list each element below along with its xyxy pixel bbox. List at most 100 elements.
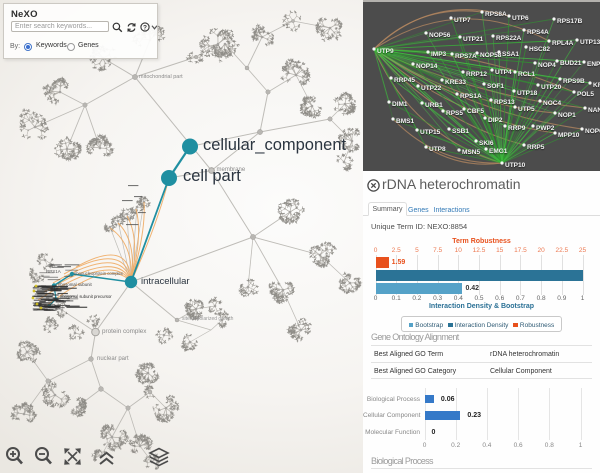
gene-node-label[interactable]: UTP9 <box>377 48 394 55</box>
gene-node-label[interactable]: EMG1 <box>489 148 508 155</box>
tree-node-label[interactable]: ribosomal subunit <box>58 282 92 288</box>
tree-node-label[interactable]: ribonucleoprotein complex <box>74 270 123 276</box>
gene-node-label[interactable]: RPS13 <box>494 99 515 106</box>
gene-node-label[interactable]: UTP4 <box>495 69 512 76</box>
bottom-axis-tick: 0.8 <box>536 295 546 302</box>
gene-node-label[interactable]: RPS8A <box>485 11 507 18</box>
tab-genes[interactable]: Genes <box>408 206 429 214</box>
collapse-icon[interactable] <box>98 451 115 466</box>
gene-node-label[interactable]: SSA1 <box>502 51 519 58</box>
table-key: Best Aligned GO Category <box>374 368 457 375</box>
gene-node-label[interactable]: MSN5 <box>462 149 481 156</box>
gene-node-label[interactable]: RRP5 <box>527 144 545 151</box>
gene-node-label[interactable]: UTP8 <box>429 146 446 153</box>
close-icon[interactable] <box>367 179 380 192</box>
gene-node-label[interactable]: UTP15 <box>420 129 441 136</box>
gene-node-label[interactable]: RRP12 <box>466 71 487 78</box>
gene-node-label[interactable]: NOC4 <box>543 100 562 107</box>
gene-node-label[interactable]: RCL1 <box>518 71 535 78</box>
gene-node-label[interactable]: CBF5 <box>467 108 484 115</box>
gene-node-label[interactable]: NAN1 <box>588 107 600 114</box>
legend-item: Bootstrap <box>408 322 443 330</box>
gene-node-label[interactable]: NOP58 <box>480 52 502 59</box>
gene-node-label[interactable]: UTP6 <box>512 15 529 22</box>
gene-node-label[interactable]: KRE33 <box>445 79 466 86</box>
gene-node-label[interactable]: RPS1A <box>460 93 482 100</box>
bar-value-label: 0 <box>431 429 436 437</box>
gene-node-label[interactable]: PWP2 <box>536 125 555 132</box>
gene-node-label[interactable]: RRP45 <box>394 77 415 84</box>
tree-node-label[interactable]: protein complex <box>102 328 147 336</box>
zoom-out-icon[interactable] <box>34 446 54 467</box>
tree-node-label[interactable]: site of polarized growth <box>182 316 234 323</box>
help-icon[interactable]: ? <box>139 21 150 32</box>
radio-genes-label[interactable]: Genes <box>78 42 99 49</box>
gene-node-label[interactable]: RPS5 <box>446 110 463 117</box>
gene-node-label[interactable]: UTP5 <box>518 106 535 113</box>
gene-network-panel[interactable]: UTP9 NOP56 UTP7 RPS8A UTP6 RPS17B UTP21 RPS22A R… <box>363 0 600 171</box>
gene-node-label[interactable]: HSC82 <box>529 46 550 53</box>
gene-node-label[interactable]: ENP1 <box>587 61 600 68</box>
gene-node-label[interactable]: UTP10 <box>505 162 526 169</box>
tab-summary[interactable]: Summary <box>367 202 408 216</box>
gene-node-label[interactable]: SSB1 <box>452 128 469 135</box>
gene-node-label[interactable]: UTP20 <box>541 84 562 91</box>
tree-node-label[interactable]: membrane <box>216 166 246 173</box>
gene-node-label[interactable]: IMP3 <box>431 51 447 58</box>
tree-node-label[interactable]: nuclear part <box>97 355 129 362</box>
gene-node-label[interactable]: RPS17B <box>557 18 583 25</box>
gene-node-label[interactable]: RPS7A <box>455 53 477 60</box>
radio-genes[interactable] <box>66 42 75 51</box>
gene-node-label[interactable]: RRP9 <box>508 125 526 132</box>
gene-node-label[interactable]: UTP13 <box>580 39 600 46</box>
gene-node-label[interactable]: NOP1 <box>558 112 576 119</box>
gene-node-label[interactable]: UTP18 <box>517 90 538 97</box>
gene-node-label[interactable]: KR <box>593 82 600 89</box>
tree-node-label[interactable]: RPS1A <box>46 268 61 274</box>
app-logo: NeXO <box>11 9 38 20</box>
gene-node-label[interactable]: SKI6 <box>479 140 494 147</box>
gene-node-label[interactable]: RPS22A <box>496 35 522 42</box>
category-label: Biological Process <box>366 395 420 403</box>
bar-value-label: 0.06 <box>440 395 455 403</box>
gene-node-label[interactable]: NOP56 <box>429 32 451 39</box>
zoom-in-icon[interactable] <box>5 446 25 467</box>
gene-node-label[interactable]: SOF1 <box>487 83 504 90</box>
gene-node-label[interactable]: URB1 <box>425 102 443 109</box>
tree-node-label[interactable]: mitochondrial part <box>139 74 183 81</box>
search-input[interactable] <box>11 21 109 32</box>
gene-node-label[interactable]: DIM1 <box>392 101 408 108</box>
tab-interactions[interactable]: Interactions <box>433 206 470 214</box>
legend-swatch <box>408 322 414 327</box>
gene-node-label[interactable]: NOP14 <box>416 63 438 70</box>
tree-node-label[interactable]: cellular_component <box>203 136 347 155</box>
chevron-down-icon[interactable] <box>151 24 158 31</box>
gene-node-label[interactable]: RPS4A <box>527 29 549 36</box>
gene-node-label[interactable]: RPL4A <box>552 40 574 47</box>
gene-node-label[interactable]: BMS1 <box>396 118 415 125</box>
gene-node-label[interactable]: UTP7 <box>454 17 471 24</box>
radio-keywords-label[interactable]: Keywords <box>36 42 67 49</box>
bar-robustness <box>375 257 389 268</box>
search-icon[interactable] <box>112 22 123 33</box>
gene-node-label[interactable]: NOP4 <box>538 62 556 69</box>
tree-node-label[interactable]: ribosomal subunit precursor <box>60 293 112 299</box>
top-axis-tick: 7.5 <box>433 247 443 254</box>
gene-node-label[interactable]: MPP10 <box>558 132 580 139</box>
gene-node-label[interactable]: DIP2 <box>488 117 503 124</box>
table-value: Cellular Component <box>490 368 552 375</box>
gene-node-label[interactable]: RPS9B <box>563 78 585 85</box>
x-axis-tick: 0.4 <box>482 442 492 449</box>
radio-keywords[interactable] <box>24 42 32 51</box>
tree-node-label[interactable]: cell part <box>183 167 241 186</box>
fit-to-screen-icon[interactable] <box>63 447 82 466</box>
tree-node-label[interactable]: intracellular <box>141 276 190 288</box>
layers-icon[interactable] <box>148 447 170 467</box>
gene-node-label[interactable]: BUD21 <box>560 60 582 67</box>
gene-node-label[interactable]: UTP22 <box>421 85 442 92</box>
gene-node-label[interactable]: UTP21 <box>463 36 484 43</box>
legend-swatch <box>448 322 453 327</box>
gene-node-label[interactable]: NOP6 <box>585 128 600 135</box>
gene-node-label[interactable]: POL5 <box>577 91 594 98</box>
refresh-icon[interactable] <box>126 22 137 33</box>
